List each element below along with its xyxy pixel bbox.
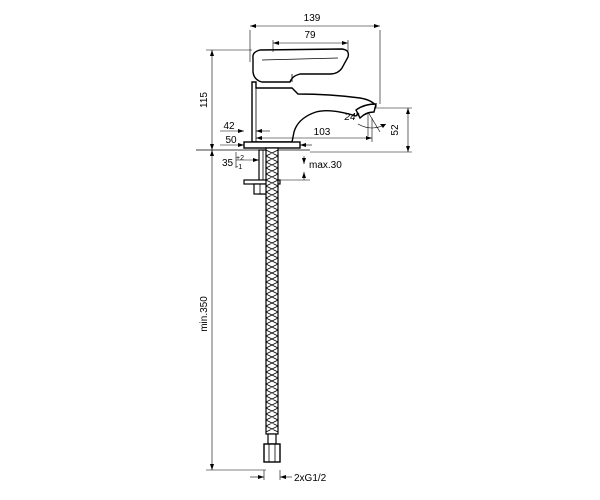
mounting-assembly: [243, 147, 281, 463]
dim-spout-height: 52: [310, 107, 412, 153]
dim-overall-width-label: 139: [304, 13, 321, 24]
hose-fitting-nut: [263, 443, 281, 463]
dim-deck-thickness-label: max.30: [309, 160, 342, 171]
dim-base-42-label: 42: [223, 121, 235, 132]
dim-base-50-label: 50: [225, 135, 237, 146]
dim-overall-width: 139: [249, 13, 381, 104]
faucet-body: [196, 48, 377, 151]
hose-fitting-neck: [267, 433, 277, 445]
dim-thread-tol-minus: -1: [236, 164, 242, 171]
dim-connection-label: 2xG1/2: [294, 473, 327, 484]
lever-handle: [252, 48, 350, 83]
dim-spout-height-label: 52: [390, 124, 401, 136]
dim-thread-tol-plus: +2: [236, 155, 244, 162]
dim-height: 115: [199, 49, 252, 150]
dim-handle-width-label: 79: [304, 30, 316, 41]
dim-hose-length-label: min.350: [199, 296, 210, 332]
dim-connection: 2xG1/2: [250, 470, 327, 484]
dim-deck-thickness: max.30: [280, 156, 342, 181]
base-flange: [243, 141, 301, 149]
dim-hose-length: min.350: [199, 150, 266, 471]
dim-spout-angle-label: 24°: [343, 112, 359, 123]
dim-handle-width: 79: [272, 30, 349, 52]
dim-base-50: 50: [220, 135, 312, 147]
dim-thread-label: 35: [222, 158, 234, 169]
spout-tip: [355, 103, 377, 120]
dim-base-42: 42: [220, 121, 270, 133]
dim-spout-angle: 24°: [343, 111, 387, 136]
dim-spout-reach-label: 103: [314, 127, 331, 138]
dim-height-label: 115: [199, 92, 210, 108]
dim-thread: 35 +2 -1: [222, 152, 259, 171]
dim-spout-reach: 103: [256, 118, 373, 142]
